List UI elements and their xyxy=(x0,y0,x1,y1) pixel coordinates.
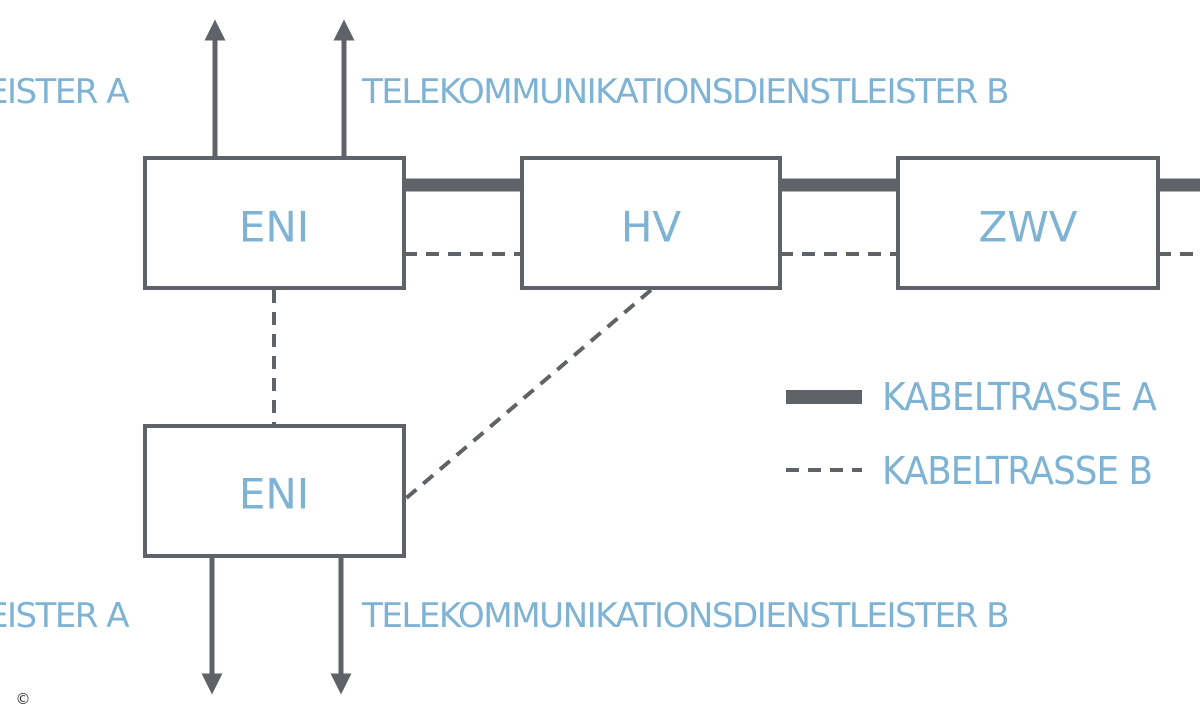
zwv-label: ZWV xyxy=(978,203,1077,252)
label-top-left: LEISTER A xyxy=(0,72,129,112)
copyright-badge: © xyxy=(10,686,36,712)
eni-bottom-label: ENI xyxy=(239,470,309,519)
kabeltrasse-b-links xyxy=(272,252,1200,502)
hv-label: HV xyxy=(621,203,682,252)
legend: KABELTRASSE A KABELTRASSE B xyxy=(786,375,1158,493)
arrows xyxy=(201,19,355,695)
eni-top-label: ENI xyxy=(239,203,309,252)
label-top-right: TELEKOMMUNIKATIONSDIENSTLEISTER B xyxy=(361,72,1008,112)
node-hv: HV xyxy=(520,156,782,290)
legend-dashed-label: KABELTRASSE B xyxy=(882,449,1152,493)
node-zwv: ZWV xyxy=(896,156,1160,290)
node-eni-top: ENI xyxy=(143,156,406,290)
label-bottom-right: TELEKOMMUNIKATIONSDIENSTLEISTER B xyxy=(361,596,1008,636)
trasse-b-hv-eni-bottom xyxy=(402,288,653,502)
legend-solid-label: KABELTRASSE A xyxy=(882,375,1157,419)
node-eni-bottom: ENI xyxy=(143,424,406,558)
label-bottom-left: LEISTER A xyxy=(0,596,129,636)
